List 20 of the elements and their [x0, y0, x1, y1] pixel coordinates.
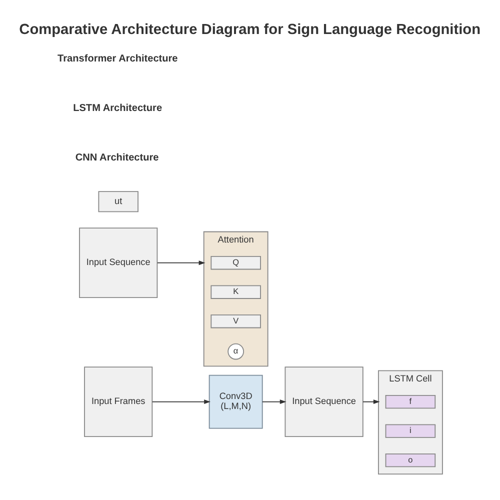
- node-box: f: [385, 394, 436, 408]
- node-box: Input Frames: [84, 366, 153, 436]
- arrow: [362, 399, 380, 404]
- arrow: [152, 399, 210, 404]
- node-circle: α: [228, 342, 244, 360]
- diagram-title: Comparative Architecture Diagram for Sign Language Recognition: [19, 22, 481, 38]
- node-box: Q: [210, 255, 261, 270]
- label: CNN Architecture: [75, 152, 159, 163]
- node-box: i: [385, 424, 436, 438]
- arrow: [157, 260, 206, 265]
- node-box: Input Sequence: [79, 227, 158, 298]
- arrow: [262, 399, 286, 404]
- label: Transformer Architecture: [58, 53, 178, 64]
- node-box: V: [210, 314, 261, 328]
- node-box: Conv3D (L,M,N): [208, 374, 263, 428]
- node-box: ut: [98, 190, 138, 212]
- node-box: Input Sequence: [284, 366, 364, 436]
- node-box: K: [210, 284, 261, 298]
- node-box: o: [385, 452, 436, 467]
- label: LSTM Architecture: [73, 102, 162, 114]
